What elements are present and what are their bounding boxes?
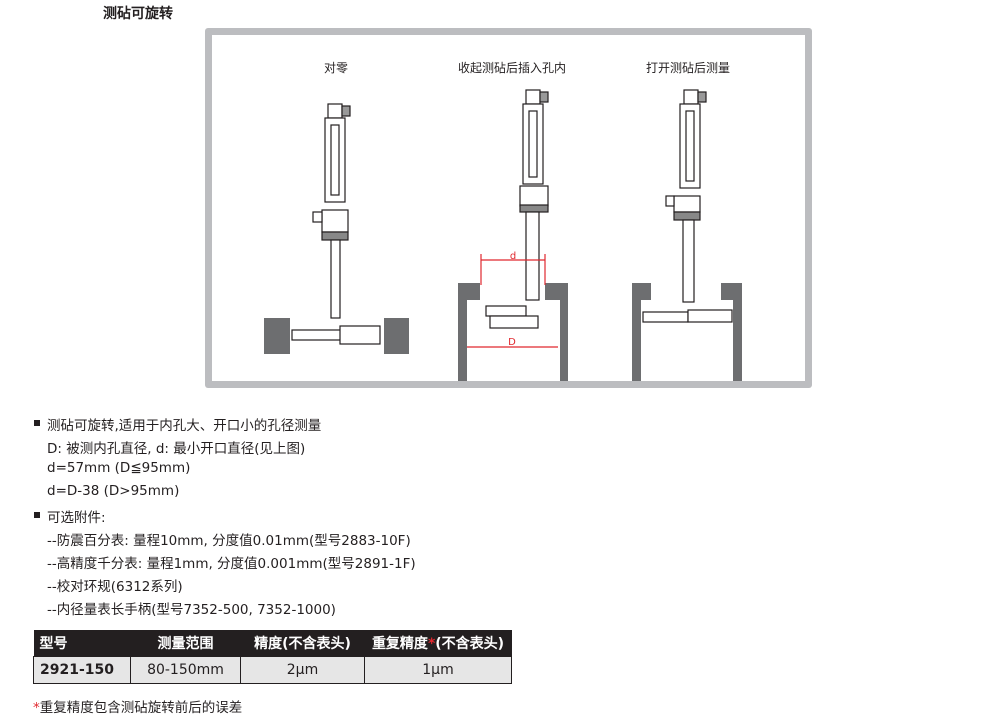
spec-line: 可选附件: xyxy=(47,510,106,526)
header-range: 测量范围 xyxy=(130,630,241,657)
caption-insert: 收起测砧后插入孔内 xyxy=(458,61,566,75)
spec-line: d=D-38 (D>95mm) xyxy=(47,483,180,499)
footnote: *重复精度包含测砧旋转前后的误差 xyxy=(33,696,242,716)
cell-accuracy: 2μm xyxy=(240,656,365,684)
spec-line: --校对环规(6312系列) xyxy=(47,579,183,595)
asterisk: * xyxy=(33,700,40,716)
spec-line: 测砧可旋转,适用于内孔大、开口小的孔径测量 xyxy=(47,418,322,434)
spec-line: --内径量表长手柄(型号7352-500, 7352-1000) xyxy=(47,602,336,618)
spec-line: d=57mm (D≦95mm) xyxy=(47,460,191,476)
label-D: D xyxy=(508,337,516,348)
gauge-zero-illustration xyxy=(264,103,409,354)
figure-panel: 对零 收起测砧后插入孔内 打开测砧后测量 d D xyxy=(205,28,812,388)
cell-repeatability: 1μm xyxy=(364,656,512,684)
header-repeatability-label: 重复精度 xyxy=(371,636,428,652)
footnote-text: 重复精度包含测砧旋转前后的误差 xyxy=(39,700,243,716)
header-accuracy: 精度(不含表头) xyxy=(240,630,365,657)
spec-line: --高精度千分表: 量程1mm, 分度值0.001mm(型号2891-1F) xyxy=(47,556,416,572)
table-header-row: 型号 测量范围 精度(不含表头) 重复精度*(不含表头) xyxy=(33,630,512,657)
cell-model: 2921-150 xyxy=(33,656,131,684)
cell-range: 80-150mm xyxy=(130,656,241,684)
asterisk: * xyxy=(427,636,436,652)
caption-zero: 对零 xyxy=(324,61,348,75)
table-row: 2921-150 80-150mm 2μm 1μm xyxy=(33,656,512,684)
bullet-marker xyxy=(34,420,40,426)
header-repeatability: 重复精度*(不含表头) xyxy=(364,630,512,657)
label-d: d xyxy=(510,251,516,262)
bullet-marker xyxy=(34,512,40,518)
header-repeatability-suffix: (不含表头) xyxy=(435,636,505,652)
caption-measure: 打开测砧后测量 xyxy=(646,61,730,75)
spec-line: --防震百分表: 量程10mm, 分度值0.01mm(型号2883-10F) xyxy=(47,533,411,549)
header-model: 型号 xyxy=(33,630,131,657)
spec-line: D: 被测内孔直径, d: 最小开口直径(见上图) xyxy=(47,441,306,457)
section-title: 测砧可旋转 xyxy=(103,6,173,22)
spec-table: 型号 测量范围 精度(不含表头) 重复精度*(不含表头) 2921-150 80… xyxy=(33,630,512,684)
gauge-measure-illustration xyxy=(632,89,742,381)
gauge-insert-illustration xyxy=(458,89,568,381)
